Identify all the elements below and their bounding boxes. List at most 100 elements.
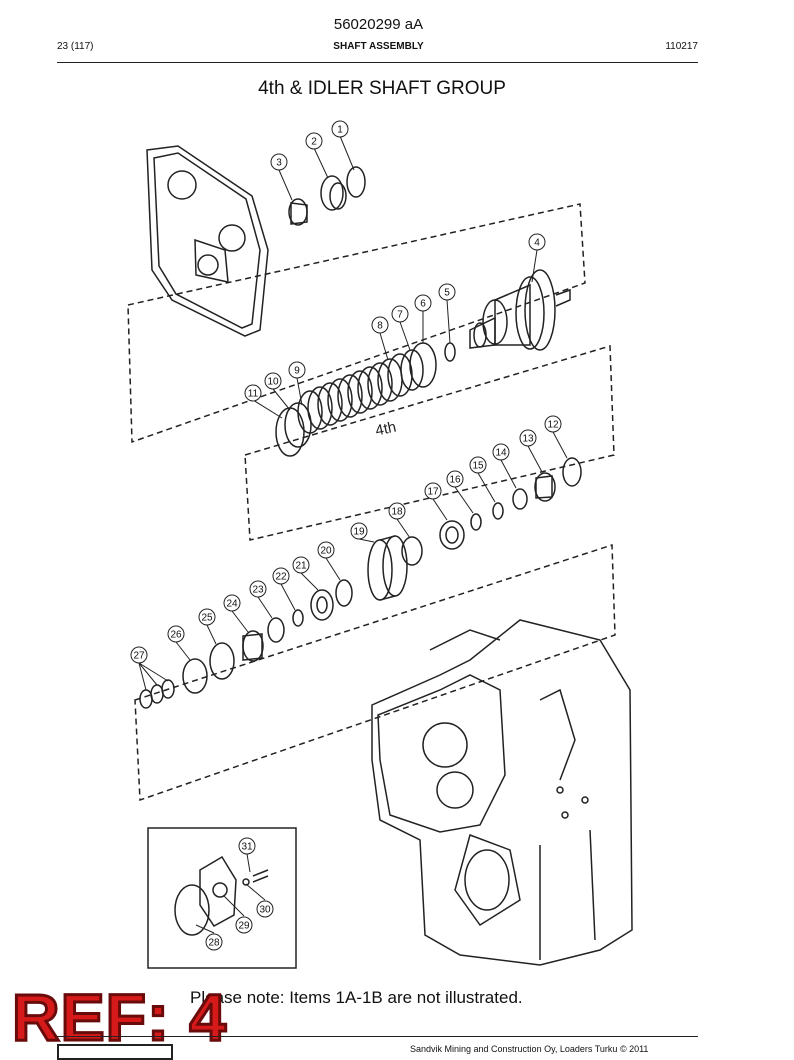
- callout-number: 3: [276, 158, 282, 169]
- callout-number: 12: [547, 420, 559, 431]
- bearing-cone-part-24: [242, 630, 264, 662]
- callout-9: 9: [288, 361, 306, 379]
- callout-number: 23: [252, 585, 264, 596]
- callout-circle: [331, 120, 349, 138]
- callout-number: 26: [170, 630, 182, 641]
- washer-part-16: [470, 513, 482, 531]
- callout-number: 27: [133, 651, 145, 662]
- callout-circle: [528, 233, 546, 251]
- sandvik-logo: [57, 1044, 173, 1060]
- callout-circle: [235, 916, 253, 934]
- gear-label-4th: 4th: [374, 419, 398, 440]
- callout-circle: [544, 415, 562, 433]
- page-number: 23 (117): [57, 41, 94, 52]
- callout-17: 17: [424, 482, 442, 500]
- callout-number: 2: [311, 137, 317, 148]
- callout-10: 10: [264, 372, 282, 390]
- callout-29: 29: [235, 916, 253, 934]
- callout-number: 28: [208, 938, 220, 949]
- bearing-cup-part: [320, 175, 344, 211]
- callout-number: 6: [420, 299, 426, 310]
- callout-19: 19: [350, 522, 368, 540]
- callout-number: 20: [320, 546, 332, 557]
- document-code: 110217: [665, 41, 698, 52]
- callout-28: 28: [205, 933, 223, 951]
- callout-number: 29: [238, 921, 250, 932]
- callout-circle: [469, 456, 487, 474]
- callout-circle: [424, 482, 442, 500]
- callout-circle: [272, 567, 290, 585]
- callout-circle: [446, 470, 464, 488]
- clutch-pack-part: [275, 342, 456, 457]
- snap-ring-part-18: [401, 536, 423, 566]
- callout-number: 8: [377, 321, 383, 332]
- bearing-cone-part: [288, 198, 308, 226]
- callout-number: 24: [226, 599, 238, 610]
- callout-5: 5: [438, 283, 456, 301]
- bearing-part-17: [439, 520, 465, 550]
- dashed-group-box-lower: [134, 543, 616, 802]
- callout-31: 31: [238, 837, 256, 855]
- dashed-group-box-upper: [127, 203, 586, 444]
- callout-2: 2: [305, 132, 323, 150]
- callout-circle: [388, 502, 406, 520]
- callout-number: 9: [294, 366, 300, 377]
- ref-stamp: REF: 4: [10, 980, 228, 1054]
- spacer-part-22: [292, 609, 304, 627]
- callout-circle: [270, 153, 288, 171]
- callout-8: 8: [371, 316, 389, 334]
- callout-circle: [198, 608, 216, 626]
- idler-gear-part-19: [367, 535, 408, 601]
- callout-number: 4: [534, 238, 540, 249]
- callout-circle: [288, 361, 306, 379]
- washer-part-20: [335, 579, 353, 607]
- callout-number: 13: [522, 434, 534, 445]
- callout-number: 11: [248, 389, 259, 400]
- callout-number: 10: [267, 377, 279, 388]
- bearing-cup-part-12: [562, 457, 582, 487]
- snap-ring-part-15: [492, 502, 504, 520]
- callout-27: 27: [130, 646, 148, 664]
- callout-15: 15: [469, 456, 487, 474]
- callout-22: 22: [272, 567, 290, 585]
- callout-18: 18: [388, 502, 406, 520]
- footer-copyright: Sandvik Mining and Construction Oy, Load…: [410, 1044, 649, 1054]
- transmission-housing: [371, 619, 633, 966]
- callout-3: 3: [270, 153, 288, 171]
- illustration-note: Please note: Items 1A-1B are not illustr…: [190, 988, 523, 1007]
- callout-number: 31: [241, 842, 253, 853]
- snap-ring-part: [346, 166, 366, 198]
- callout-16: 16: [446, 470, 464, 488]
- snap-ring-part-23: [267, 617, 285, 643]
- bearing-cup-part-25: [209, 642, 235, 680]
- callout-circle: [130, 646, 148, 664]
- callout-number: 7: [397, 310, 403, 321]
- callout-11: 11: [244, 384, 262, 402]
- callout-20: 20: [317, 541, 335, 559]
- callout-number: 5: [444, 288, 450, 299]
- spacer-part-14: [512, 488, 528, 510]
- callout-6: 6: [414, 294, 432, 312]
- section-title: SHAFT ASSEMBLY: [333, 41, 424, 52]
- header-rule: [57, 62, 698, 63]
- callout-number: 30: [259, 905, 271, 916]
- callout-12: 12: [544, 415, 562, 433]
- inset-detail-box: [147, 827, 297, 969]
- callout-number: 14: [495, 448, 507, 459]
- callout-30: 30: [256, 900, 274, 918]
- callout-circle: [391, 305, 409, 323]
- o-ring-set-part-27: [139, 679, 175, 709]
- cover-plate: [146, 145, 269, 337]
- callout-circle: [350, 522, 368, 540]
- callout-circle: [292, 556, 310, 574]
- callout-circle: [205, 933, 223, 951]
- dashed-group-box-middle: [244, 345, 615, 541]
- callout-group: 1234567891011121314151617181920212223242…: [130, 120, 562, 951]
- callout-circle: [519, 429, 537, 447]
- callout-4: 4: [528, 233, 546, 251]
- callout-circle: [414, 294, 432, 312]
- callout-circle: [167, 625, 185, 643]
- callout-circle: [492, 443, 510, 461]
- callout-21: 21: [292, 556, 310, 574]
- callout-number: 18: [391, 507, 403, 518]
